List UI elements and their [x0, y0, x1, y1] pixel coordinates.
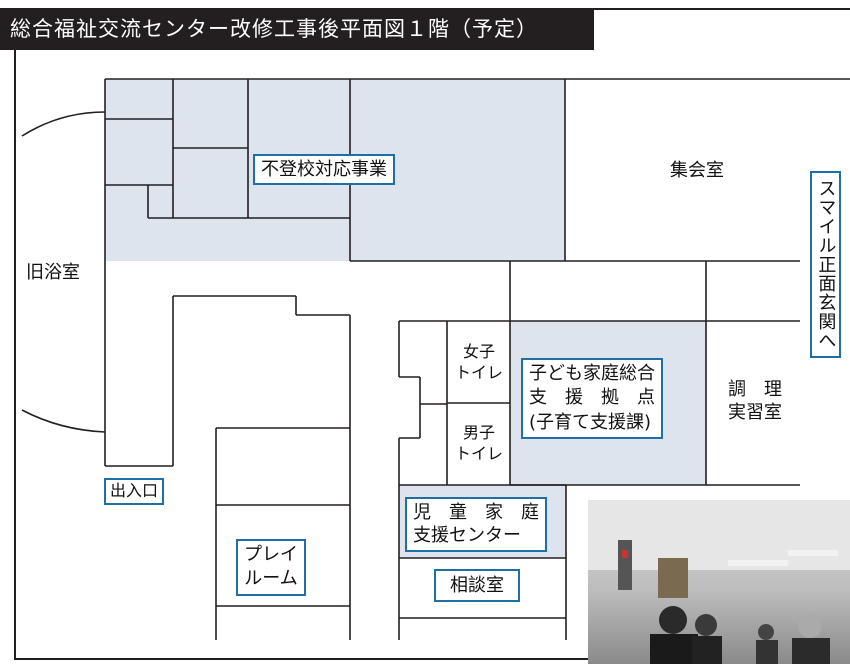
kodomo-line1: 子ども家庭総合 [529, 363, 655, 384]
kodomo-label: 子ども家庭総合 支 援 拠 点 (子育て支援課) [521, 358, 663, 439]
bath-arc-top [21, 111, 106, 137]
joshi-toilet-line2: トイレ [455, 362, 504, 382]
plan-title: 総合福祉交流センター改修工事後平面図１階（予定） [0, 8, 594, 50]
inspection-photo-drawing [588, 500, 850, 664]
kyuuyokushitsu-label: 旧浴室 [26, 262, 80, 283]
joshi-toilet-line1: 女子 [463, 342, 496, 361]
kodomo-line2: 支 援 拠 点 [529, 387, 655, 409]
frame-bottom-border [14, 658, 588, 660]
smile-genkan-label: スマイル正面玄関へ [810, 171, 842, 358]
bath-arc-bottom [21, 409, 106, 433]
inspection-photo [588, 500, 850, 664]
futoukou-label: 不登校対応事業 [253, 154, 395, 186]
deiriguchi-label: 出入口 [104, 478, 165, 505]
frame-top-border [594, 8, 850, 10]
jidou-line2: 支援センター [413, 525, 521, 547]
shuukaishitsu-label: 集会室 [670, 160, 724, 181]
jidou-line1: 児 童 家 庭 [413, 502, 539, 523]
danshi-toilet-line2: トイレ [455, 443, 504, 463]
chouri-line2: 実習室 [728, 402, 782, 424]
danshi-toilet-label: 男子 トイレ [455, 423, 503, 465]
kodomo-line3: (子育て支援課) [529, 411, 652, 433]
play-room-line1: プレイ [244, 544, 298, 565]
joshi-toilet-label: 女子 トイレ [455, 342, 503, 384]
jidou-label: 児 童 家 庭 支援センター [405, 497, 547, 552]
play-room-line2: ルーム [244, 568, 298, 590]
chouri-line1: 調 理 [728, 379, 782, 400]
frame-left-border [14, 50, 16, 660]
chouri-label: 調 理 実習室 [728, 378, 782, 425]
soudanshitsu-label: 相談室 [434, 569, 520, 603]
play-room-label: プレイ ルーム [236, 539, 306, 596]
danshi-toilet-line1: 男子 [463, 423, 496, 442]
